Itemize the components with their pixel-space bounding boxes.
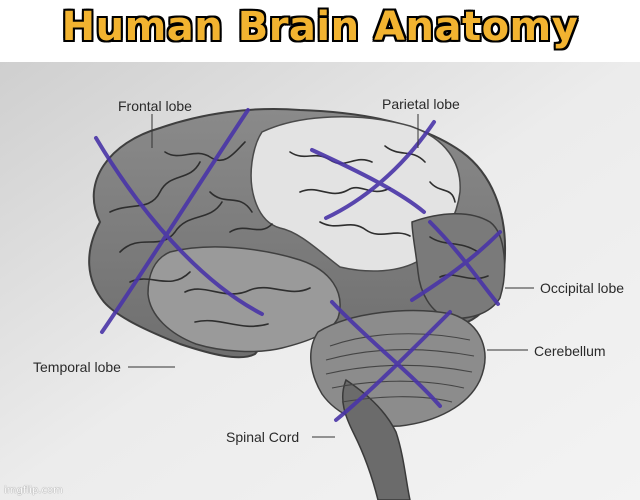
label-cerebellum: Cerebellum	[534, 343, 606, 359]
temporal-region	[147, 246, 341, 353]
title-band: Human Brain Anatomy	[0, 0, 640, 62]
brain-photo	[0, 62, 640, 500]
label-frontal-lobe: Frontal lobe	[118, 98, 192, 114]
label-spinal-cord: Spinal Cord	[226, 429, 300, 445]
label-parietal-lobe: Parietal lobe	[382, 96, 460, 112]
marker-crosses	[94, 108, 502, 422]
label-temporal-lobe: Temporal lobe	[33, 359, 121, 375]
leader-lines	[128, 114, 534, 438]
label-occipital-lobe: Occipital lobe	[540, 280, 625, 296]
cerebellum-folia	[325, 333, 475, 403]
imgflip-watermark: imgflip.com	[4, 485, 63, 496]
meme-title: Human Brain Anatomy	[61, 4, 579, 50]
brainstem-shape	[342, 378, 411, 500]
